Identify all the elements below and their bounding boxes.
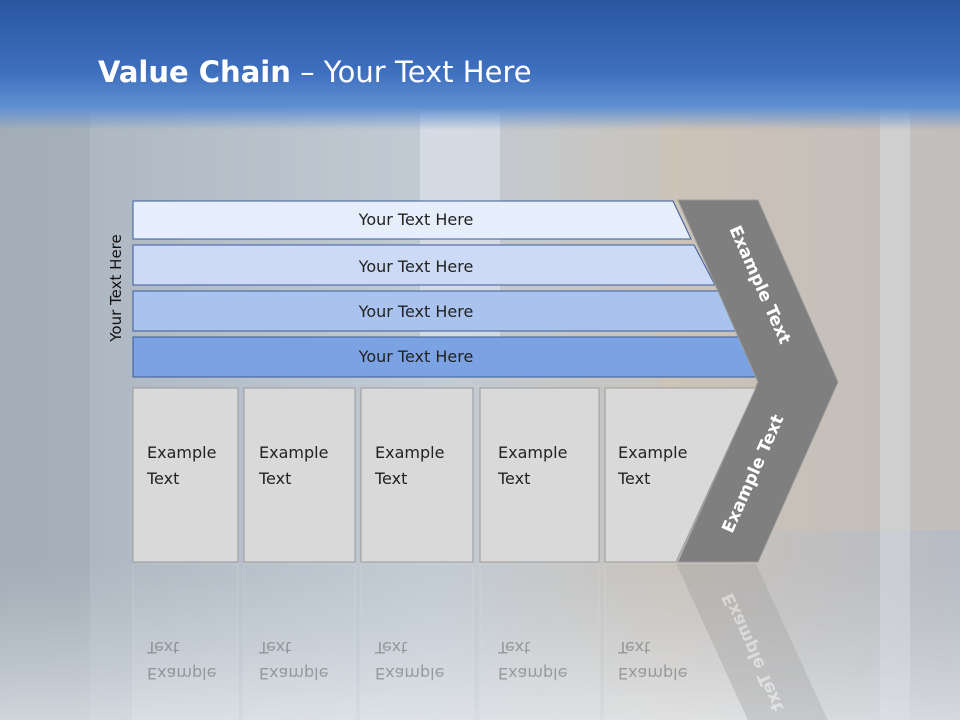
box-3: Example Text (360, 387, 474, 563)
box-3-shape (360, 387, 474, 563)
box-5: Example Text (604, 387, 757, 563)
bar-1-shape (132, 200, 692, 240)
reflection: Example Text Example Text Example Text E… (132, 563, 828, 720)
bar-1: Your Text Here (132, 200, 692, 240)
side-label: Your Text Here (107, 234, 125, 342)
title-bold-part: Value Chain (98, 55, 291, 89)
box-4-line2: Text (497, 469, 530, 488)
box-2-line2: Text (258, 469, 291, 488)
box-1-shape (132, 387, 239, 563)
bar-4-label: Your Text Here (358, 347, 474, 366)
box-1-line1: Example (147, 443, 216, 462)
box-2-shape (243, 387, 356, 563)
box-2-line1: Example (259, 443, 328, 462)
box-4-shape (479, 387, 600, 563)
reflection-box-1-line2: Text (146, 638, 179, 657)
slide-title: Value Chain – Your Text Here (98, 52, 532, 92)
chevron-shape (677, 199, 839, 563)
box-5-line1: Example (618, 443, 687, 462)
bar-2-label: Your Text Here (358, 257, 474, 276)
box-3-line1: Example (375, 443, 444, 462)
reflection-box-4-line1: Example (498, 664, 567, 683)
header-band (0, 0, 960, 130)
bar-3: Your Text Here (132, 290, 740, 332)
reflection-box-3-line1: Example (375, 664, 444, 683)
reflection-box-3-line2: Text (374, 638, 407, 657)
reflection-box-1-line1: Example (147, 664, 216, 683)
box-1: Example Text (132, 387, 239, 563)
reflection-box-2-line2: Text (258, 638, 291, 657)
bar-2: Your Text Here (132, 244, 716, 286)
title-rest-part: – Your Text Here (290, 55, 532, 89)
reflection-box-5-line1: Example (618, 664, 687, 683)
box-2: Example Text (243, 387, 356, 563)
reflection-box-4-line2: Text (497, 638, 530, 657)
box-1-line2: Text (146, 469, 179, 488)
reflection-box-2-line1: Example (259, 664, 328, 683)
box-4: Example Text (479, 387, 600, 563)
bar-1-label: Your Text Here (358, 210, 474, 229)
box-5-shape (604, 387, 757, 563)
box-4-line1: Example (498, 443, 567, 462)
bar-4: Your Text Here (132, 336, 764, 378)
box-5-line2: Text (617, 469, 650, 488)
bar-3-label: Your Text Here (358, 302, 474, 321)
box-3-line2: Text (374, 469, 407, 488)
bar-stack: Your Text Here Your Text Here Your Text … (132, 200, 764, 378)
box-row: Example Text Example Text Example Text E… (132, 387, 757, 563)
reflection-box-5-line2: Text (617, 638, 650, 657)
chevron-arrow: Example Text Example Text (677, 199, 839, 563)
